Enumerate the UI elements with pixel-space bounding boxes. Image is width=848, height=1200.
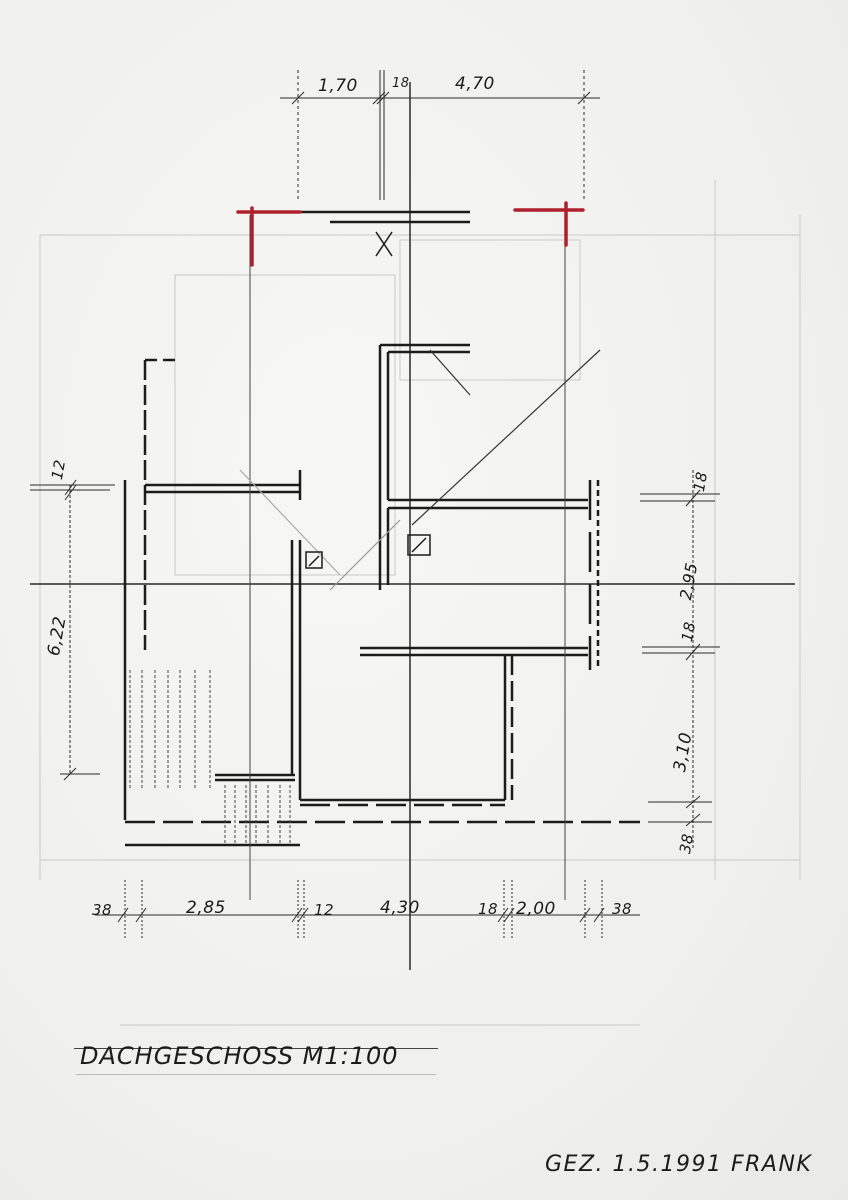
dim-bottom-3: 12 (314, 901, 335, 919)
dim-bottom-2: 2,85 (186, 898, 226, 918)
drawing-signature: GEZ. 1.5.1991 FRANK (545, 1152, 813, 1177)
dim-left-1: 12 (48, 458, 70, 482)
title-overline (74, 1048, 438, 1049)
ridge-marker-icon (375, 231, 393, 257)
stairs (129, 670, 291, 845)
drawing-title: DACHGESCHOSS M1:100 (80, 1042, 399, 1070)
title-underline (76, 1074, 436, 1075)
dim-bottom-4: 4,30 (380, 898, 420, 918)
ghost-reverse-lines (39, 180, 801, 1026)
diagonals (239, 349, 601, 591)
dim-bottom-5: 18 (478, 900, 499, 918)
dim-top-3: 4,70 (455, 74, 495, 94)
dim-bottom-6: 2,00 (516, 899, 556, 919)
dimension-lines (30, 70, 720, 940)
dim-top-2: 18 (392, 76, 410, 91)
walls (123, 210, 640, 900)
dim-right-1: 18 (690, 470, 712, 494)
dim-bottom-7: 38 (612, 900, 633, 918)
dim-top-1: 1,70 (318, 76, 358, 96)
dim-right-5: 38 (676, 832, 698, 856)
red-corner-marks (236, 201, 585, 267)
dim-right-3: 18 (678, 620, 700, 644)
dim-bottom-1: 38 (92, 901, 113, 919)
chimney-icons (305, 534, 431, 569)
